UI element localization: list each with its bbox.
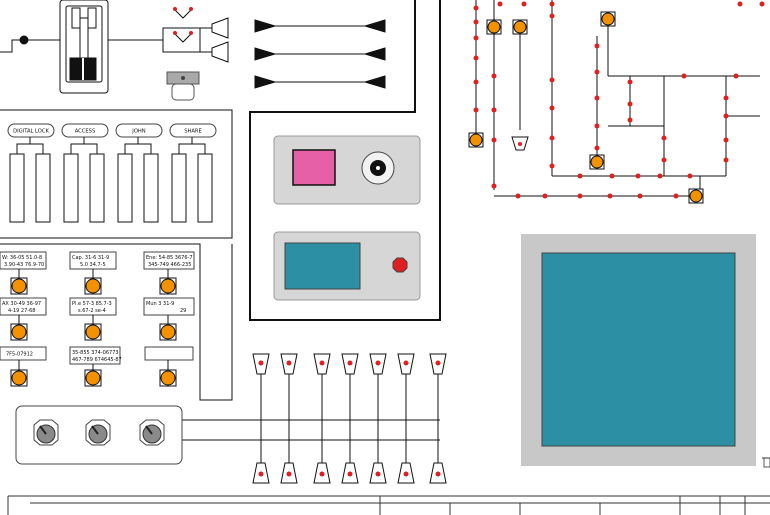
slot bbox=[9, 153, 25, 223]
readout-2-line1: Cap. 31-6 31-9 bbox=[72, 255, 109, 261]
share-button[interactable]: SHARE bbox=[169, 123, 217, 138]
valve-rails bbox=[252, 353, 447, 484]
readout-5-line1: Pl.e 57-3 85.7-3 bbox=[72, 301, 112, 307]
indicator-button[interactable] bbox=[84, 369, 102, 387]
double-arrow-2 bbox=[254, 47, 386, 61]
junction-node bbox=[19, 35, 29, 45]
left-panel-lines bbox=[0, 109, 440, 441]
readout-5: Pl.e 57-3 85.7-3 s.67-2 se-4 bbox=[69, 297, 117, 316]
readout-8: 35-855 374-06773 467-789 674645-87 bbox=[69, 346, 122, 365]
readout-grid: W: 36-05 51.0-8 3.90-43 76.9-70 Cap. 31-… bbox=[0, 251, 195, 365]
indicator-button[interactable] bbox=[159, 277, 177, 295]
readout-9 bbox=[144, 346, 194, 361]
readout-2: Cap. 31-6 31-9 5.0 34.7-5 bbox=[69, 251, 117, 270]
digital-lock-button[interactable]: DIGITAL LOCK bbox=[7, 123, 55, 138]
indicator-button[interactable] bbox=[84, 323, 102, 341]
indicator-button[interactable] bbox=[159, 323, 177, 341]
readout-8-line2: 467-789 674645-87 bbox=[72, 357, 122, 363]
readout-3: Ene: 54-85 3676-7 345-749 466-235 bbox=[143, 251, 195, 270]
readout-1-line1: W: 36-05 51.0-8 bbox=[2, 255, 42, 261]
slot bbox=[117, 153, 133, 223]
double-arrow-1 bbox=[254, 19, 386, 33]
monitor-panel bbox=[273, 231, 421, 301]
bottom-strip bbox=[7, 495, 770, 515]
readout-3-line2: 345-749 466-235 bbox=[148, 262, 191, 268]
indicator-button[interactable] bbox=[10, 323, 28, 341]
slot bbox=[35, 153, 51, 223]
double-arrow-3 bbox=[254, 75, 386, 89]
valve-red-dots bbox=[258, 360, 441, 477]
readout-4: AX 30-49 36-97 4-19 27-68 bbox=[0, 297, 47, 316]
plug-component bbox=[166, 71, 200, 101]
indicator-button[interactable] bbox=[10, 369, 28, 387]
octagon-button-icon[interactable] bbox=[392, 257, 408, 273]
main-screen-display bbox=[541, 252, 736, 447]
arrow-connectors bbox=[254, 19, 386, 89]
indicator-buttons bbox=[10, 269, 177, 387]
network-red-dots bbox=[473, 1, 765, 199]
media-panel bbox=[273, 135, 421, 205]
trash-icon[interactable] bbox=[762, 457, 770, 468]
readout-4-line1: AX 30-49 36-97 bbox=[2, 301, 41, 307]
rotary-knob-icon[interactable] bbox=[139, 419, 165, 446]
readout-1-line2: 3.90-43 76.9-70 bbox=[4, 262, 44, 268]
slot bbox=[171, 153, 187, 223]
main-screen bbox=[521, 234, 756, 466]
pink-display bbox=[292, 149, 336, 186]
network-valve bbox=[511, 136, 529, 151]
digital-lock-label: DIGITAL LOCK bbox=[13, 129, 49, 135]
readout-3-line1: Ene: 54-85 3676-7 bbox=[146, 255, 193, 261]
access-label: ACCESS bbox=[75, 129, 96, 135]
readout-6-line2: 29 bbox=[180, 308, 186, 314]
indicator-button[interactable] bbox=[10, 277, 28, 295]
access-button[interactable]: ACCESS bbox=[61, 123, 109, 138]
readout-2-line2: 5.0 34.7-5 bbox=[80, 262, 106, 268]
slot bbox=[63, 153, 79, 223]
top-left-mechanism bbox=[0, 0, 163, 94]
indicator-button[interactable] bbox=[84, 277, 102, 295]
knob-panel bbox=[15, 405, 183, 465]
share-label: SHARE bbox=[184, 129, 202, 135]
slot bbox=[143, 153, 159, 223]
slot bbox=[89, 153, 105, 223]
network-orange-nodes bbox=[468, 11, 704, 204]
readout-7: 7F5-07912 bbox=[0, 346, 47, 361]
console-frame bbox=[249, 0, 441, 321]
readout-6-line1: Mun 3 31-9 bbox=[146, 301, 174, 307]
indicator-button[interactable] bbox=[159, 369, 177, 387]
pill-buttons: DIGITAL LOCK ACCESS JOHN SHARE bbox=[7, 123, 217, 138]
readout-6: Mun 3 31-9 29 bbox=[143, 297, 195, 316]
slot-bank bbox=[9, 137, 213, 223]
readout-8-line1: 35-855 374-06773 bbox=[72, 350, 119, 356]
rotary-knob-icon[interactable] bbox=[33, 419, 59, 446]
john-label: JOHN bbox=[131, 129, 146, 135]
speaker-icon bbox=[361, 151, 395, 185]
readout-4-line2: 4-19 27-68 bbox=[8, 308, 35, 314]
y-valve bbox=[162, 7, 229, 63]
john-button[interactable]: JOHN bbox=[115, 123, 163, 138]
readout-1: W: 36-05 51.0-8 3.90-43 76.9-70 bbox=[0, 251, 47, 270]
teal-screen bbox=[284, 242, 361, 290]
readout-5-line2: s.67-2 se-4 bbox=[78, 308, 106, 314]
slot bbox=[197, 153, 213, 223]
readout-7-line1: 7F5-07912 bbox=[6, 352, 33, 358]
rotary-knob-icon[interactable] bbox=[85, 419, 111, 446]
